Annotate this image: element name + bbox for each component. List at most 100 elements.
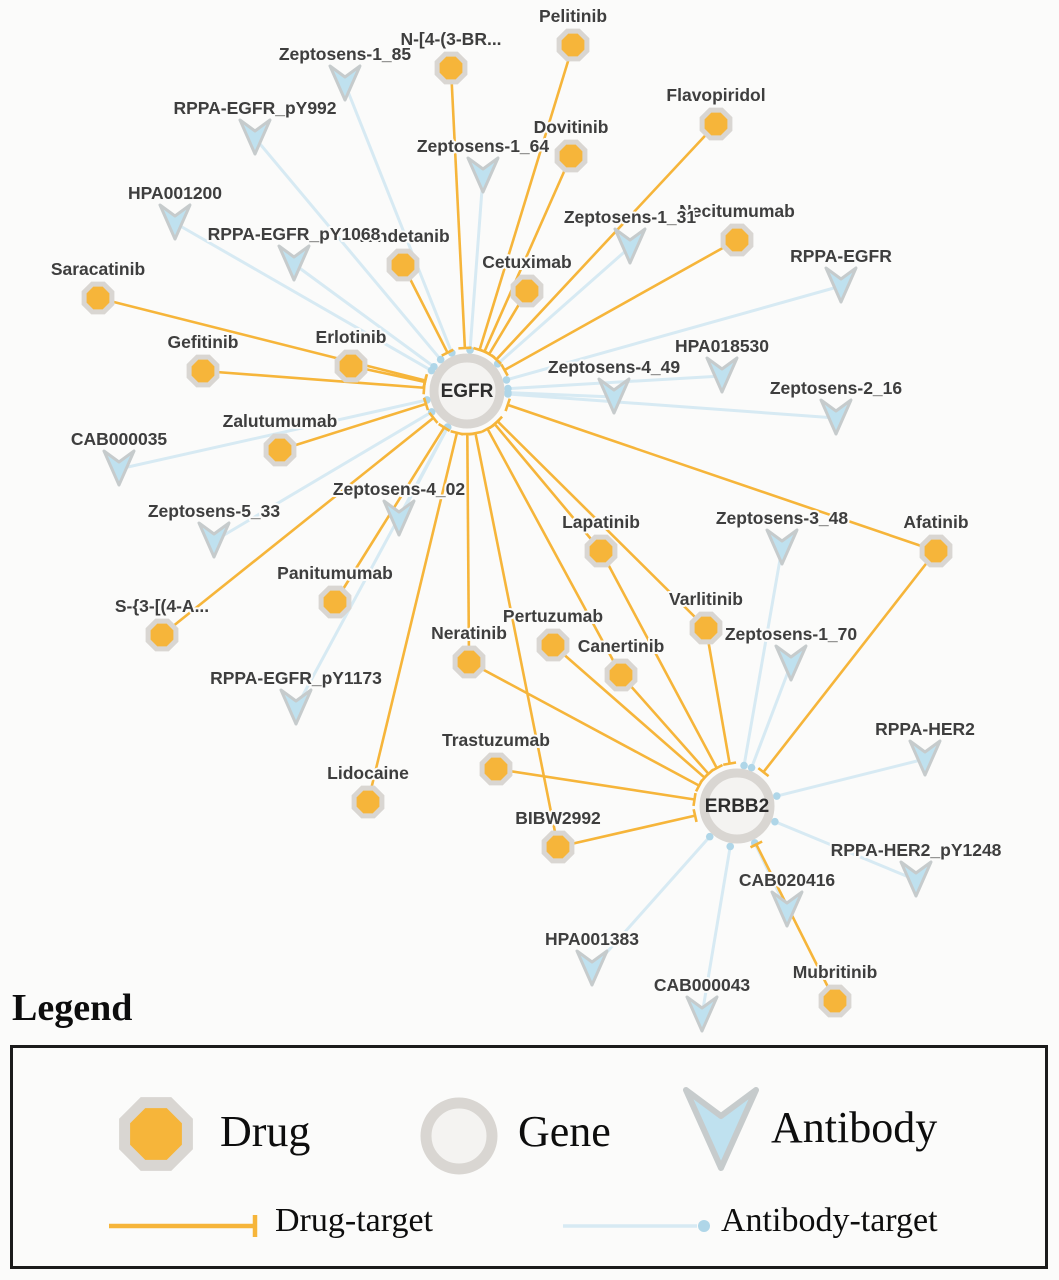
antibody-node-rppa-egfr-py1173	[279, 688, 313, 726]
antibody-node-cab000035	[102, 449, 136, 487]
drug-node-varlitinib	[689, 611, 723, 645]
antibody-node-hpa001383	[575, 949, 609, 987]
node-label: Zeptosens-3_48	[716, 508, 849, 528]
node-label: Zeptosens-1_64	[417, 136, 550, 156]
antibody-node-cab020416	[770, 890, 804, 928]
antibody-target-edge	[343, 83, 454, 354]
node-label: Zeptosens-5_33	[148, 501, 281, 521]
drug-node-necitumumab	[720, 223, 754, 257]
antibody-node-zeptosens-5-33	[197, 521, 231, 559]
node-label: Cetuximab	[482, 252, 571, 272]
antibody-node-hpa001200	[158, 203, 192, 241]
drug-node-vandetanib	[386, 248, 420, 282]
node-label: N-[4-(3-BR...	[400, 29, 501, 49]
drug-edge-tbar	[437, 422, 451, 433]
node-label: CAB000035	[71, 429, 168, 449]
drug-node-pelitinib	[556, 28, 590, 62]
antibody-edge-dot	[740, 761, 748, 770]
node-label: Mubritinib	[793, 962, 878, 982]
drug-node-panitumumab	[318, 585, 352, 619]
node-label: Panitumumab	[277, 563, 393, 583]
node-label: Zeptosens-1_70	[725, 624, 858, 644]
drug-edge-tbar	[481, 424, 494, 434]
node-label: RPPA-HER2_pY1248	[831, 840, 1002, 860]
node-label: Zalutumumab	[223, 411, 338, 431]
drug-node-s-3-4-a	[145, 618, 179, 652]
drug-node-saracatinib	[81, 281, 115, 315]
antibody-node-rppa-egfr	[824, 266, 858, 304]
node-label: Zeptosens-4_02	[333, 479, 466, 499]
antibody-target-edge	[253, 137, 442, 361]
node-label: EGFR	[441, 381, 494, 402]
labels-layer: PelitinibN-[4-(3-BR...FlavopiridolDoviti…	[49, 4, 1004, 997]
node-label: Erlotinib	[316, 327, 387, 347]
legend-antibody-label: Antibody	[771, 1103, 938, 1152]
node-label: BIBW2992	[515, 808, 601, 828]
antibody-node-zeptosens-1-31	[613, 227, 647, 265]
drug-target-edge	[496, 420, 707, 629]
drug-target-edge	[620, 674, 710, 775]
node-label: Dovitinib	[534, 117, 609, 137]
drug-node-mubritinib	[818, 984, 852, 1018]
drug-node-lapatinib	[584, 534, 618, 568]
node-label: Vandetanib	[356, 226, 449, 246]
antibody-target-edge	[507, 391, 615, 399]
antibody-target-edge	[774, 820, 917, 882]
drug-target-edge	[503, 238, 738, 372]
antibody-target-edge	[174, 221, 433, 372]
legend-drug-edge-label: Drug-target	[275, 1202, 433, 1239]
node-label: Flavopiridol	[666, 85, 765, 105]
antibody-node-rppa-egfr-py1068	[277, 244, 311, 282]
drug-node-pertuzumab	[536, 628, 570, 662]
node-label: Trastuzumab	[442, 730, 550, 750]
gene-node-erbb2	[699, 768, 775, 844]
gene-circle-icon	[420, 1097, 498, 1175]
drug-edge-tbar	[722, 761, 737, 767]
drug-target-edge	[552, 644, 706, 779]
drug-target-edge	[478, 44, 575, 351]
node-label: Saracatinib	[51, 259, 145, 279]
drug-edge-tbar	[757, 767, 770, 778]
antibody-edge-dot	[502, 376, 511, 384]
drug-edge-tbar	[694, 779, 704, 792]
drug-node-bibw2992	[541, 830, 575, 864]
drug-edge-tbar	[482, 349, 496, 359]
drug-target-edge	[202, 369, 425, 390]
drug-target-edge	[466, 433, 471, 663]
antibody-edge-dot	[430, 362, 438, 371]
antibody-target-edge	[507, 392, 837, 420]
drug-target-edge	[495, 767, 695, 801]
drug-target-edge	[493, 423, 602, 552]
drug-edge-tbar	[692, 808, 698, 823]
node-label: CAB020416	[739, 870, 836, 890]
drug-target-edge	[279, 402, 427, 452]
antibody-target-edge	[506, 284, 842, 382]
antibody-edge-dot	[705, 832, 714, 841]
drug-target-edge	[474, 432, 560, 848]
antibody-target-edge	[468, 175, 485, 351]
drug-edge-tbar	[468, 430, 483, 436]
antibody-edge-dot	[504, 390, 512, 398]
antibody-node-zeptosens-1-85	[328, 64, 362, 102]
antibody-target-edge	[742, 547, 784, 766]
drug-edge-tbar	[500, 363, 509, 377]
drug-edge-tbar	[450, 430, 464, 436]
drug-target-edge	[755, 843, 837, 1002]
node-label: RPPA-EGFR_pY992	[173, 98, 336, 118]
drug-node-lidocaine	[351, 785, 385, 819]
drug-target-edge	[366, 432, 459, 803]
edges-layer	[97, 44, 938, 1016]
antibody-node-hpa018530	[705, 356, 739, 394]
gene-node-egfr	[429, 353, 505, 429]
drug-edge-tbar	[441, 348, 454, 357]
legend-gene-label: Gene	[518, 1107, 611, 1156]
antibody-target-edge	[293, 262, 435, 368]
antibody-node-zeptosens-2-16	[819, 398, 853, 436]
antibody-target-edge	[700, 846, 732, 1016]
drug-target-edge	[557, 814, 696, 849]
antibody-node-rppa-egfr-py992	[238, 118, 272, 156]
drug-target-edge	[449, 67, 467, 349]
drug-edge-tbar	[428, 411, 439, 424]
